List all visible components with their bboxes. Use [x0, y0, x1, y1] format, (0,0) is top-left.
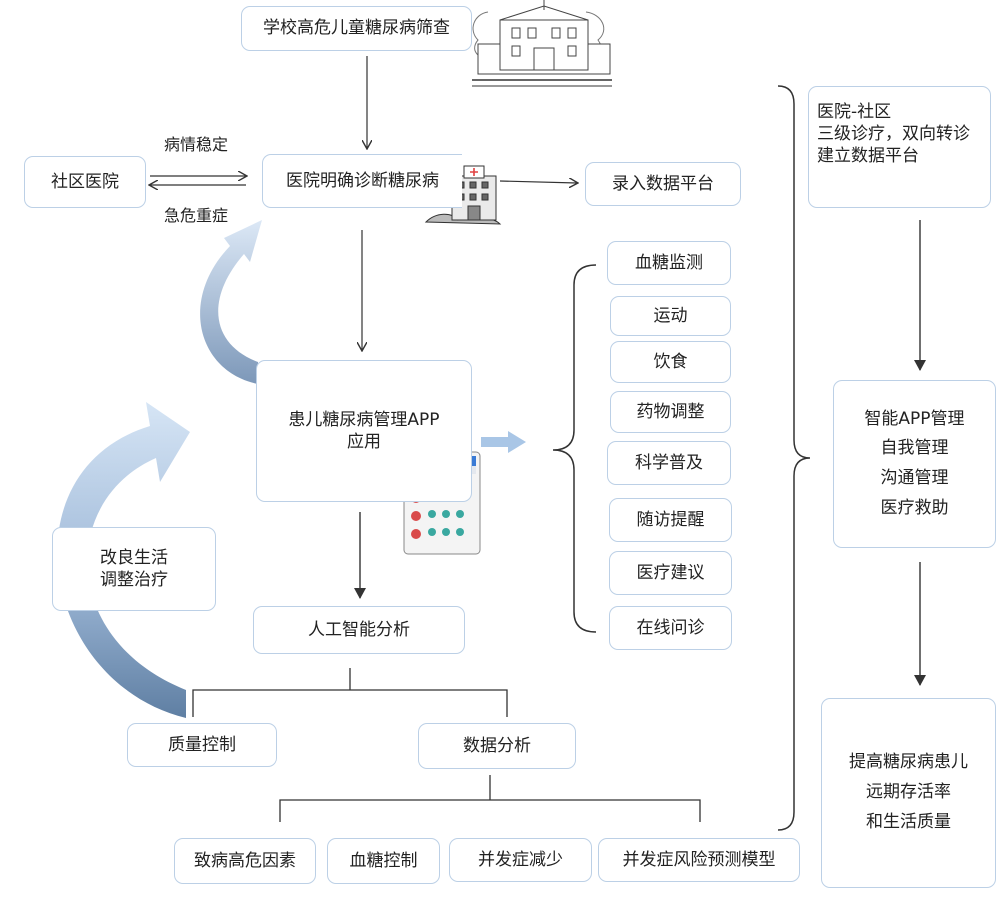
right-top-box: 医院-社区 三级诊疗，双向转诊 建立数据平台 [808, 86, 991, 208]
app-box: 患儿糖尿病管理APP 应用 [256, 360, 472, 502]
feature-followup-reminder: 随访提醒 [609, 498, 732, 542]
bottom-item-label: 并发症风险预测模型 [622, 849, 776, 870]
feature-medical-advice: 医疗建议 [609, 551, 732, 595]
feature-label: 运动 [653, 305, 688, 326]
feature-label: 随访提醒 [636, 509, 705, 530]
school-building-icon [472, 0, 612, 87]
hospital-diagnosis-label: 医院明确诊断糖尿病 [286, 170, 439, 191]
data-platform-entry-label: 录入数据平台 [612, 173, 714, 194]
feature-label: 药物调整 [636, 401, 705, 422]
school-screening-label: 学校高危儿童糖尿病筛查 [263, 18, 450, 39]
bottom-item-complication-reduction: 并发症减少 [449, 838, 592, 882]
lifestyle-label-line2: 调整治疗 [100, 570, 168, 590]
right-top-line2: 三级诊疗，双向转诊 [817, 124, 970, 145]
outcome-box: 提高糖尿病患儿 远期存活率 和生活质量 [821, 698, 996, 888]
right-top-line1: 医院-社区 [817, 102, 892, 122]
app-label-line1: 患儿糖尿病管理APP [288, 409, 440, 430]
outcome-line3: 和生活质量 [866, 811, 951, 832]
feature-diet: 饮食 [610, 341, 731, 383]
school-screening-box: 学校高危儿童糖尿病筛查 [241, 6, 472, 51]
bottom-item-glucose-control: 血糖控制 [327, 838, 440, 884]
ai-analysis-label: 人工智能分析 [308, 619, 410, 640]
bottom-item-risk-model: 并发症风险预测模型 [598, 838, 800, 882]
bottom-item-label: 致病高危因素 [194, 850, 296, 871]
brace-ai [192, 668, 508, 717]
outcome-line1: 提高糖尿病患儿 [849, 752, 968, 773]
smart-app-line3: 沟通管理 [880, 468, 949, 488]
feature-label: 科学普及 [635, 452, 703, 473]
hospital-diagnosis-box: 医院明确诊断糖尿病 [262, 154, 462, 208]
smart-app-line4: 医疗救助 [880, 497, 949, 518]
block-arrow-app-to-features [481, 431, 526, 453]
data-analysis-box: 数据分析 [418, 723, 576, 769]
curved-arrow-ai-to-app [57, 402, 190, 718]
quality-control-label: 质量控制 [168, 734, 236, 755]
feature-education: 科学普及 [607, 441, 731, 485]
edge-label-stable: 病情稳定 [164, 135, 229, 154]
bottom-item-label: 血糖控制 [349, 850, 418, 871]
brace-right-main [777, 85, 811, 831]
brace-data-analysis [279, 775, 701, 822]
feature-label: 在线问诊 [636, 617, 705, 638]
feature-exercise: 运动 [610, 296, 731, 336]
data-analysis-label: 数据分析 [463, 735, 531, 756]
arrow-diagnosis-to-platform [499, 181, 577, 183]
lifestyle-label-line1: 改良生活 [100, 547, 168, 568]
lifestyle-box: 改良生活 调整治疗 [52, 527, 216, 611]
feature-label: 医疗建议 [636, 562, 705, 583]
outcome-line2: 远期存活率 [866, 782, 951, 803]
ai-analysis-box: 人工智能分析 [253, 606, 465, 654]
data-platform-entry-box: 录入数据平台 [585, 162, 741, 206]
feature-label: 血糖监测 [635, 252, 703, 273]
bottom-item-risk-factors: 致病高危因素 [174, 838, 316, 884]
right-top-line3: 建立数据平台 [817, 146, 919, 167]
community-hospital-box: 社区医院 [24, 156, 146, 208]
app-label-line2: 应用 [347, 432, 381, 452]
feature-glucose-monitoring: 血糖监测 [607, 241, 731, 285]
curved-arrow-app-to-diagnosis [200, 220, 262, 384]
smart-app-box: 智能APP管理 自我管理 沟通管理 医疗救助 [833, 380, 996, 548]
brace-app-features [552, 264, 597, 633]
smart-app-line1: 智能APP管理 [864, 408, 965, 429]
bottom-item-label: 并发症减少 [478, 849, 563, 870]
quality-control-box: 质量控制 [127, 723, 277, 767]
smart-app-line2: 自我管理 [880, 438, 949, 459]
edge-label-critical: 急危重症 [164, 206, 229, 225]
feature-label: 饮食 [653, 351, 688, 372]
community-hospital-label: 社区医院 [51, 171, 119, 192]
feature-online-consult: 在线问诊 [609, 606, 732, 650]
feature-medication: 药物调整 [610, 391, 731, 433]
